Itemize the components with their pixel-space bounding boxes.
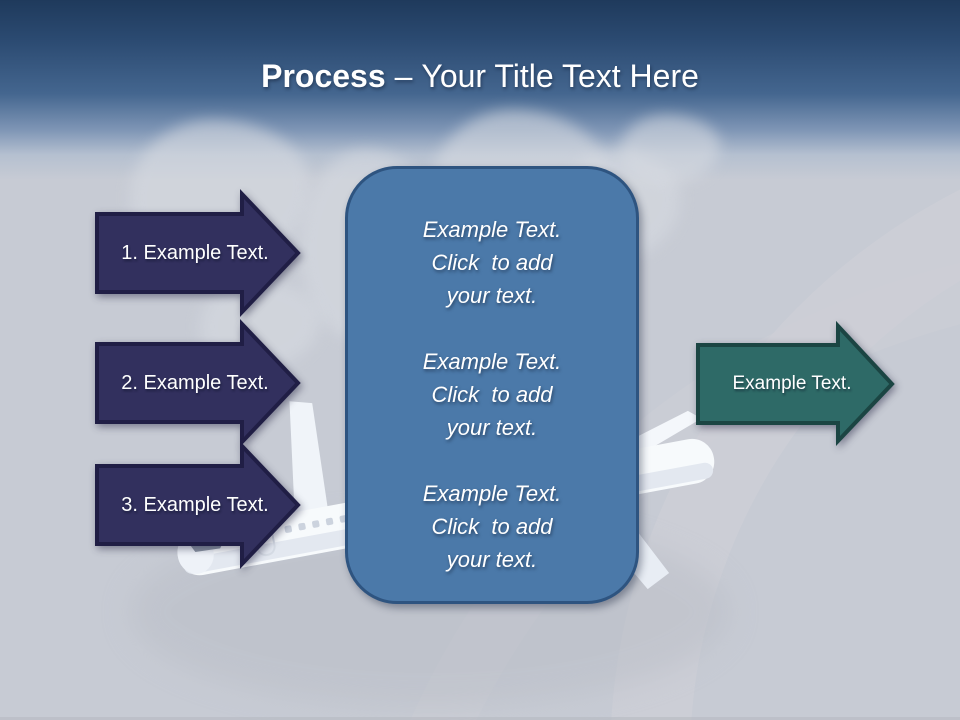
result-arrow[interactable] — [696, 320, 895, 447]
arrow-shape — [95, 188, 301, 318]
arrow-shape — [696, 320, 895, 447]
placeholder-line: your text. — [446, 283, 538, 308]
placeholder-line: Click to add — [431, 514, 553, 539]
process-step-3-label: 3. Example Text. — [121, 493, 269, 516]
process-step-1-label: 1. Example Text. — [121, 241, 269, 264]
text-placeholder-1: Example Text. Click to add your text. — [348, 213, 636, 312]
placeholder-line: your text. — [446, 415, 538, 440]
text-placeholder-3: Example Text. Click to add your text. — [348, 477, 636, 576]
placeholder-line: Example Text. — [422, 217, 562, 242]
title-bold-text: Process — [261, 58, 386, 94]
page-title: Process–Your Title Text Here — [0, 52, 960, 100]
placeholder-line: Click to add — [431, 250, 553, 275]
placeholder-line: Example Text. — [422, 481, 562, 506]
arrow-polygon — [95, 318, 301, 448]
slide-bottom-edge — [0, 717, 960, 720]
center-text-box[interactable]: Example Text. Click to add your text. Ex… — [345, 166, 639, 604]
process-step-arrow-3[interactable] — [95, 440, 301, 570]
arrow-polygon — [696, 320, 895, 447]
arrow-shape — [95, 318, 301, 448]
result-arrow-label: Example Text. — [732, 373, 852, 394]
process-step-arrow-1[interactable] — [95, 188, 301, 318]
process-step-2-label: 2. Example Text. — [121, 371, 269, 394]
process-step-arrow-2[interactable] — [95, 318, 301, 448]
title-rest-text: Your Title Text Here — [421, 58, 699, 94]
text-placeholder-2: Example Text. Click to add your text. — [348, 345, 636, 444]
placeholder-line: Click to add — [431, 382, 553, 407]
placeholder-line: Example Text. — [422, 349, 562, 374]
arrow-polygon — [95, 440, 301, 570]
title-separator: – — [394, 58, 413, 94]
placeholder-line: your text. — [446, 547, 538, 572]
arrow-polygon — [95, 188, 301, 318]
arrow-shape — [95, 440, 301, 570]
